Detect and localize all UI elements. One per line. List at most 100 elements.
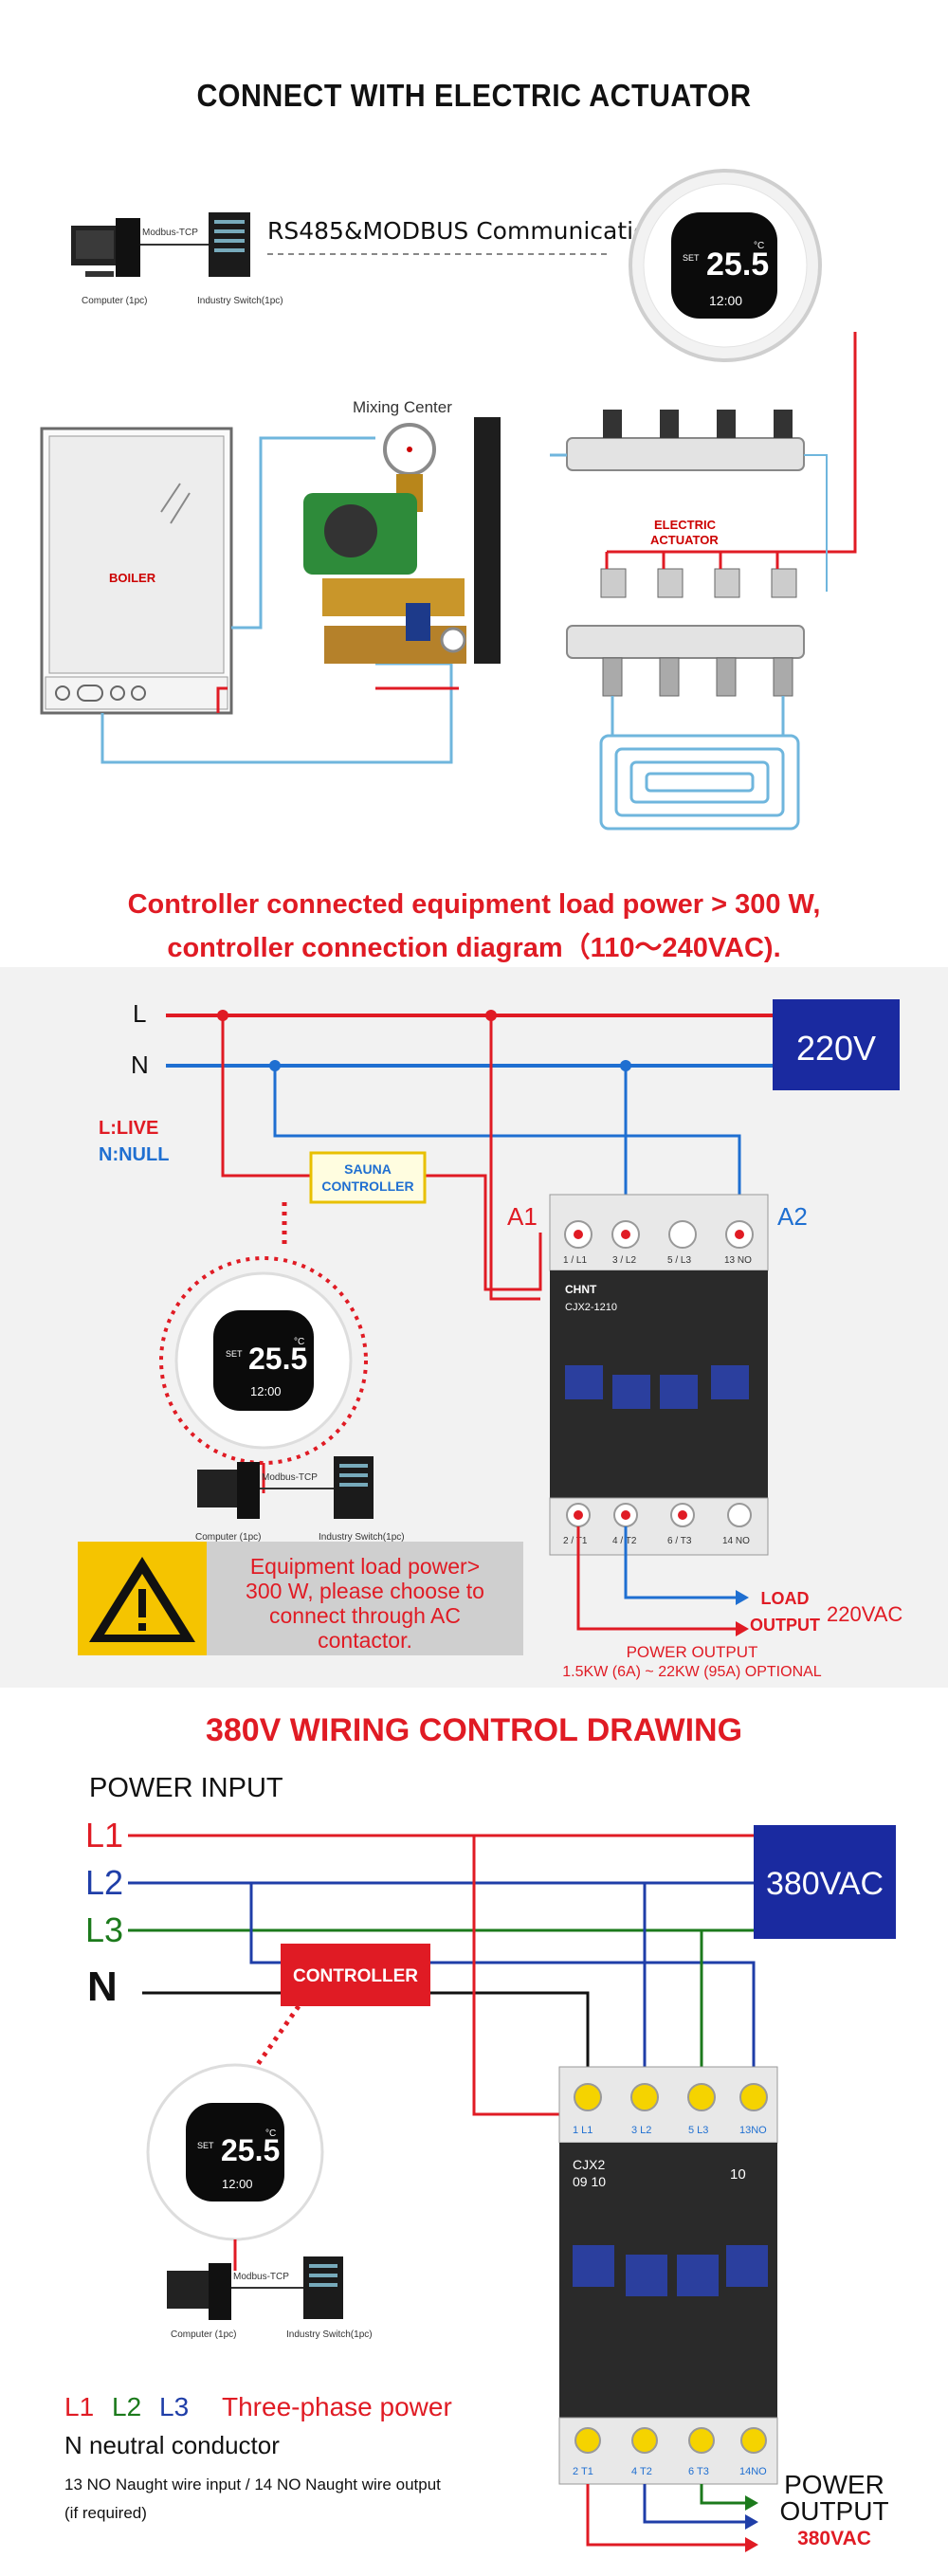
- svg-text:°C: °C: [754, 241, 764, 251]
- section1-title: CONNECT WITH ELECTRIC ACTUATOR: [196, 78, 752, 113]
- svg-text:14NO: 14NO: [739, 2466, 767, 2477]
- svg-text:POWER OUTPUT: POWER OUTPUT: [627, 1643, 758, 1661]
- svg-text:CHNT: CHNT: [565, 1283, 597, 1296]
- svg-text:LOAD: LOAD: [761, 1589, 810, 1608]
- svg-text:CJX2: CJX2: [573, 2157, 605, 2172]
- mixing-center: [303, 417, 501, 664]
- svg-text:3 / L2: 3 / L2: [612, 1255, 636, 1266]
- svg-text:°C: °C: [294, 1337, 304, 1347]
- industry-switch-icon: [209, 212, 250, 277]
- svg-text:Equipment load power>: Equipment load power>: [250, 1554, 480, 1579]
- computer-label: Computer (1pc): [82, 296, 147, 306]
- N-label: N: [87, 1964, 118, 2010]
- section3-title: 380V WIRING CONTROL DRAWING: [205, 1712, 743, 1748]
- actuator-diagram: Modbus-TCP Computer (1pc) Industry Switc…: [40, 169, 857, 831]
- svg-text:13NO: 13NO: [739, 2125, 767, 2136]
- svg-text:4 T2: 4 T2: [631, 2466, 652, 2477]
- thermostat-device: SET 25.5 °C 12:00: [159, 1256, 368, 1465]
- L1-label: L1: [85, 1816, 123, 1854]
- controller-label: CONTROLLER: [293, 1966, 418, 1986]
- controller-box: [281, 1944, 430, 2006]
- industry-switch-icon: [334, 1456, 374, 1519]
- svg-text:Modbus-TCP: Modbus-TCP: [233, 2272, 289, 2282]
- L2-label: L2: [85, 1863, 123, 1902]
- wiring-380v-diagram: POWER INPUT L1 L2 L3 N 380VAC CONTROLLER…: [64, 1773, 896, 2552]
- legend-L1: L1: [64, 2392, 94, 2421]
- legend-neutral: N neutral conductor: [64, 2431, 280, 2459]
- svg-text:2 T1: 2 T1: [573, 2466, 593, 2477]
- svg-text:25.5: 25.5: [221, 2133, 280, 2167]
- svg-text:SET: SET: [226, 1349, 243, 1359]
- svg-text:Modbus-TCP: Modbus-TCP: [262, 1472, 318, 1483]
- boiler-label: BOILER: [109, 571, 156, 585]
- svg-text:220VAC: 220VAC: [827, 1602, 902, 1626]
- comm-label: RS485&MODBUS Communication: [267, 217, 663, 245]
- svg-text:09 10: 09 10: [573, 2174, 606, 2189]
- svg-text:CJX2-1210: CJX2-1210: [565, 1302, 617, 1313]
- sauna-controller-line1: SAUNA: [344, 1161, 392, 1177]
- power-output-line1: POWER: [784, 2470, 884, 2499]
- legend-L2: L2: [112, 2392, 141, 2421]
- wiring-220v-diagram: L N 220V L:LIVE N:NULL SAUNA CONTROLLER …: [0, 967, 948, 1688]
- svg-text:12:00: 12:00: [709, 293, 742, 308]
- svg-text:6 / T3: 6 / T3: [667, 1536, 692, 1546]
- L3-label: L3: [85, 1910, 123, 1949]
- svg-text:1 L1: 1 L1: [573, 2125, 592, 2136]
- svg-text:connect through AC: connect through AC: [269, 1603, 461, 1628]
- svg-text:10: 10: [730, 2166, 746, 2183]
- svg-text:Computer (1pc): Computer (1pc): [195, 1532, 261, 1543]
- svg-text:Industry Switch(1pc): Industry Switch(1pc): [319, 1532, 405, 1543]
- section2-title-line1: Controller connected equipment load powe…: [127, 889, 821, 920]
- warning-box: Equipment load power> 300 W, please choo…: [78, 1542, 523, 1655]
- svg-text:SET: SET: [683, 253, 700, 263]
- boiler: BOILER: [40, 427, 233, 715]
- power-output-line2: OUTPUT: [779, 2496, 888, 2526]
- A2-label: A2: [777, 1202, 808, 1231]
- industry-switch-icon: [303, 2256, 343, 2319]
- sauna-controller-line2: CONTROLLER: [321, 1178, 413, 1194]
- live-legend: L:LIVE: [99, 1118, 158, 1139]
- svg-text:6 T3: 6 T3: [688, 2466, 709, 2477]
- svg-text:5 / L3: 5 / L3: [667, 1255, 691, 1266]
- svg-text:25.5: 25.5: [706, 247, 769, 283]
- null-legend: N:NULL: [99, 1144, 169, 1165]
- voltage-220v-box: [773, 999, 900, 1090]
- svg-text:12:00: 12:00: [222, 2177, 253, 2191]
- thermostat-device: SET 25.5 °C 12:00: [629, 169, 822, 362]
- output-voltage: 380VAC: [797, 2528, 871, 2549]
- svg-text:5 L3: 5 L3: [688, 2125, 708, 2136]
- svg-text:contactor.: contactor.: [318, 1628, 412, 1653]
- floor-heating-coil: [599, 696, 800, 831]
- svg-text:12:00: 12:00: [250, 1384, 282, 1398]
- computer-icon: [197, 1462, 260, 1519]
- svg-text:1.5KW (6A) ~ 22KW (95A) OPTION: 1.5KW (6A) ~ 22KW (95A) OPTIONAL: [562, 1664, 822, 1680]
- svg-text:14 NO: 14 NO: [722, 1536, 750, 1546]
- section2-title-line2: controller connection diagram（110～240VAC…: [167, 933, 781, 963]
- legend-note-1: 13 NO Naught wire input / 14 NO Naught w…: [64, 2476, 441, 2494]
- svg-text:°C: °C: [265, 2128, 276, 2139]
- legend-three-phase: Three-phase power: [222, 2392, 452, 2421]
- svg-text:300 W, please choose to: 300 W, please choose to: [246, 1579, 484, 1603]
- svg-text:13 NO: 13 NO: [724, 1255, 752, 1266]
- svg-text:1 / L1: 1 / L1: [563, 1255, 587, 1266]
- switch-label: Industry Switch(1pc): [197, 296, 283, 306]
- voltage-220v: 220V: [796, 1029, 876, 1068]
- svg-text:2 / T1: 2 / T1: [563, 1536, 588, 1546]
- ac-contactor-220: 1 / L1 3 / L2 5 / L3 13 NO CHNT CJX2-121…: [549, 1194, 769, 1556]
- actuator-label-1: ELECTRIC: [654, 518, 717, 532]
- svg-text:SET: SET: [197, 2141, 214, 2150]
- legend-note-2: (if required): [64, 2504, 147, 2522]
- svg-text:Computer (1pc): Computer (1pc): [171, 2329, 236, 2340]
- legend-L3: L3: [159, 2392, 189, 2421]
- voltage-380vac: 380VAC: [766, 1866, 884, 1902]
- computer-icon: [167, 2263, 231, 2320]
- modbus-label: Modbus-TCP: [142, 228, 198, 238]
- A1-label: A1: [507, 1202, 538, 1231]
- sauna-controller-box: [309, 1151, 427, 1204]
- computer-icon: [71, 218, 140, 277]
- svg-text:OUTPUT: OUTPUT: [750, 1616, 820, 1635]
- ac-contactor-380: 1 L1 3 L2 5 L3 13NO CJX2 09 10 10 2 T1 4…: [558, 2066, 778, 2485]
- svg-text:25.5: 25.5: [248, 1342, 307, 1376]
- power-input-label: POWER INPUT: [89, 1773, 283, 1803]
- L-label: L: [133, 999, 146, 1028]
